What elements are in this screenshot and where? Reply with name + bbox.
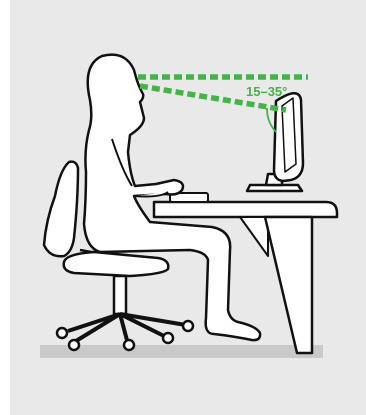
- illustration-panel: 15–35°: [10, 0, 366, 415]
- floor-shadow: [40, 345, 323, 358]
- illustration-svg: 15–35°: [10, 0, 366, 415]
- angle-label: 15–35°: [246, 84, 287, 99]
